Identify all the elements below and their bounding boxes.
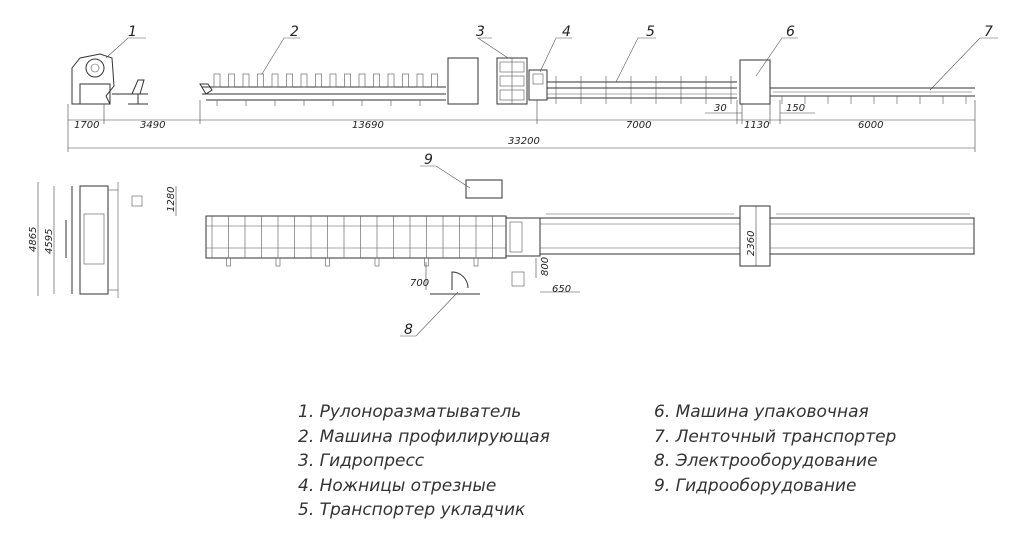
forming-stand: [315, 73, 322, 88]
dim-30: 30: [714, 103, 727, 114]
decoiler-elevation: [71, 53, 148, 105]
stand-foot: [325, 257, 330, 267]
callout-8: 8: [404, 322, 413, 338]
stand-foot: [473, 257, 479, 267]
forming-stand: [286, 73, 293, 88]
dim-650: 650: [552, 284, 571, 295]
callout-1: 1: [128, 24, 137, 40]
legend-right: 6. Машина упаковочная 7. Ленточный транс…: [654, 400, 896, 498]
legend-item-2: 2. Машина профилирующая: [298, 426, 550, 447]
decoiler-plan: [65, 182, 143, 298]
dim-6000: 6000: [858, 120, 883, 131]
callout-leader-9: [420, 165, 471, 189]
stand-foot: [374, 257, 380, 267]
forming-stand: [257, 73, 264, 88]
callout-3: 3: [476, 24, 485, 40]
forming-stand: [300, 73, 308, 88]
forming-stand: [431, 73, 438, 88]
dim-800: 800: [540, 257, 551, 276]
forming-stand: [373, 73, 380, 88]
belt-conveyor-elevation: [770, 87, 975, 104]
legend-item-1: 1. Рулоноразматыватель: [298, 402, 522, 422]
callout-leaders-top: [105, 37, 998, 91]
dim-3490: 3490: [140, 120, 165, 131]
legend-item-7: 7. Ленточный транспортер: [654, 426, 897, 447]
dim-4865: 4865: [28, 227, 39, 252]
forming-stand: [387, 73, 395, 88]
dim-700: 700: [410, 278, 429, 289]
plan-dimensions: [37, 182, 757, 296]
legend-item-5: 5. Транспортер укладчик: [298, 500, 526, 520]
callout-5: 5: [646, 24, 655, 40]
conveyors-plan: [539, 205, 975, 267]
forming-stand: [402, 73, 409, 88]
dim-13690: 13690: [352, 120, 384, 131]
callout-9: 9: [424, 152, 433, 168]
press-and-shears-elevation: [496, 57, 548, 105]
forming-stand: [242, 73, 250, 88]
forming-stand: [329, 73, 337, 88]
dim-150: 150: [786, 103, 805, 114]
legend-left: 1. Рулоноразматыватель 2. Машина профили…: [298, 400, 550, 523]
stand-foot: [424, 257, 429, 267]
callout-7: 7: [984, 24, 993, 40]
stacker-conveyor-elevation: [547, 76, 737, 104]
roll-forming-machine-elevation: [199, 57, 479, 106]
dim-total-33200: 33200: [508, 136, 540, 147]
legend-item-3: 3. Гидропресс: [298, 451, 425, 471]
length-dimensions: [67, 100, 976, 152]
dim-7000: 7000: [626, 120, 651, 131]
hydraulic-unit-plan: [465, 179, 503, 199]
legend-item-8: 8. Электрооборудование: [654, 451, 878, 471]
forming-stand: [416, 73, 424, 88]
roll-forming-machine-plan: [205, 215, 541, 267]
legend-item-9: 9. Гидрооборудование: [654, 475, 857, 496]
electrical-cabinet-plan: [430, 271, 525, 295]
stand-foot: [275, 257, 281, 267]
packaging-machine-elevation: [739, 59, 771, 105]
dim-4595: 4595: [44, 229, 55, 254]
forming-stand: [358, 73, 366, 88]
legend-item-4: 4. Ножницы отрезные: [298, 475, 497, 496]
forming-stand: [344, 73, 351, 88]
callout-2: 2: [290, 24, 299, 40]
forming-stand: [271, 73, 279, 88]
callout-4: 4: [562, 24, 571, 40]
dim-1700: 1700: [74, 120, 99, 131]
legend-item-6: 6. Машина упаковочная: [654, 402, 869, 422]
forming-stand: [228, 73, 235, 88]
elevation-view: 1700 3490 13690 7000 30 1130 150 6000 33…: [67, 24, 998, 152]
forming-stand: [213, 73, 221, 88]
stand-foot: [226, 257, 231, 267]
plan-view: 4865 4595 1280 2360 700 800 650 8 9: [28, 152, 975, 338]
callout-6: 6: [786, 24, 795, 40]
callout-leader-8: [400, 291, 459, 337]
dim-1130: 1130: [744, 120, 769, 131]
dim-1280: 1280: [166, 187, 177, 212]
dim-2360: 2360: [746, 231, 757, 256]
